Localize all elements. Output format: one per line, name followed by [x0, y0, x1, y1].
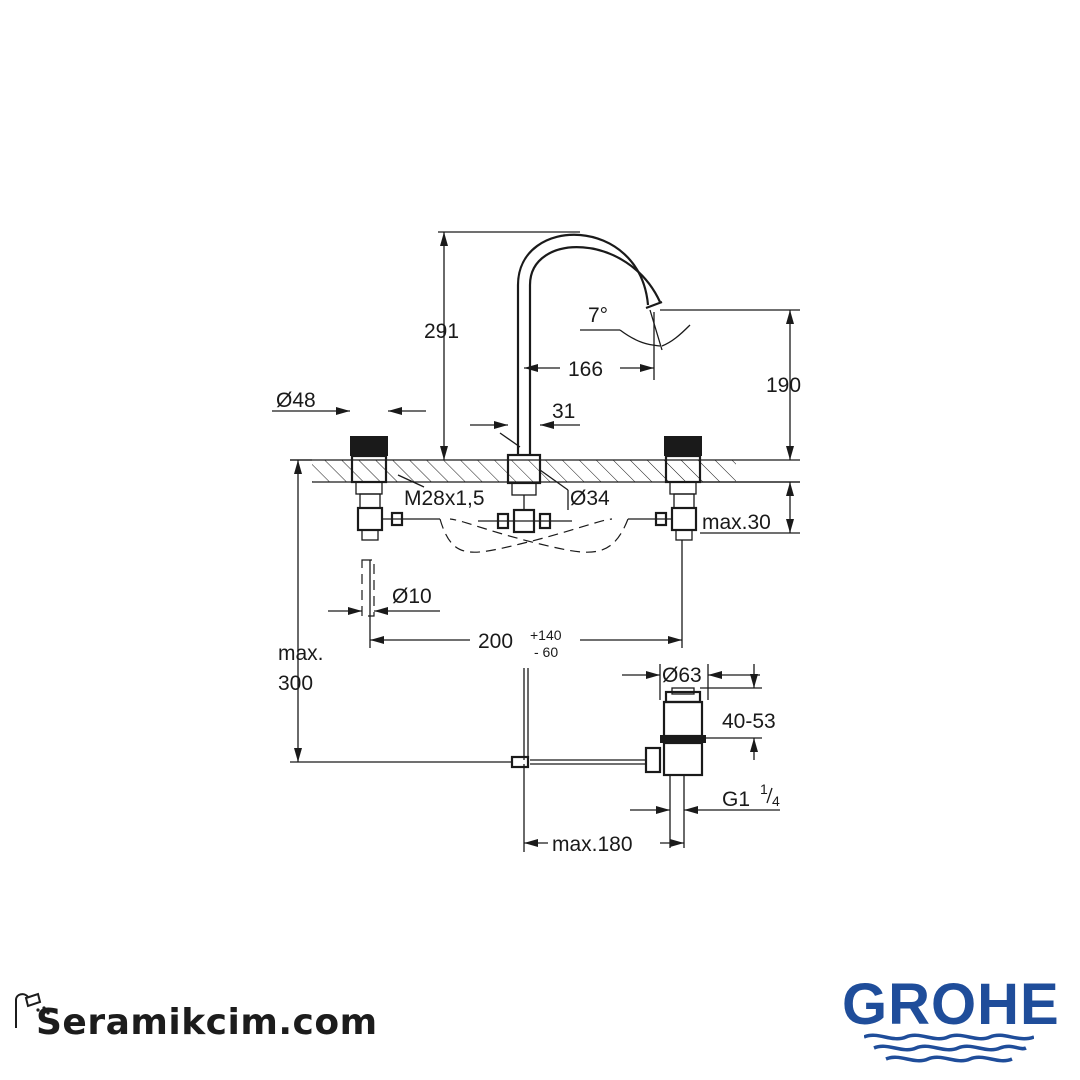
shower-icon — [15, 992, 50, 1028]
label-center-tol-plus: +140 — [530, 627, 562, 643]
label-drain-thread-num: 1 — [760, 781, 768, 797]
label-spout-height: 190 — [766, 374, 801, 397]
label-drain-height: 40-53 — [722, 710, 776, 733]
brand-name: GROHE — [842, 972, 1060, 1037]
label-drain-thread-den: 4 — [772, 793, 780, 809]
label-below-deck-line1: max. — [278, 642, 324, 665]
label-center-distance: 200 — [478, 630, 513, 653]
dimension-lines — [272, 231, 800, 852]
brand-logo: GROHE — [836, 975, 1066, 1070]
shop-watermark: Seramikcim.com — [8, 988, 408, 1068]
label-spout-base-diameter: Ø34 — [570, 487, 610, 510]
right-handle — [628, 436, 702, 541]
label-height-total: 291 — [424, 320, 459, 343]
countertop-deck — [290, 459, 800, 483]
label-spout-reach: 166 — [568, 358, 603, 381]
label-below-deck-line2: 300 — [278, 672, 313, 695]
label-spout-offset: 31 — [552, 400, 575, 423]
label-hose-diameter: Ø10 — [392, 585, 432, 608]
label-spout-angle: 7° — [588, 304, 608, 327]
label-drain-diameter: Ø63 — [662, 664, 702, 687]
label-thread: M28x1,5 — [404, 487, 485, 510]
label-pull-rod-length: max.180 — [552, 833, 633, 856]
label-center-tol-minus: - 60 — [534, 644, 558, 660]
central-connector — [478, 495, 572, 534]
hose-lines — [361, 518, 629, 617]
spout — [499, 233, 663, 496]
waves-icon — [864, 1033, 1034, 1063]
left-handle — [350, 436, 440, 541]
shop-name: Seramikcim.com — [36, 1002, 378, 1043]
label-drain-thread-main: G1 — [722, 788, 750, 811]
label-deck-thickness: max.30 — [702, 511, 771, 534]
label-handle-diameter: Ø48 — [276, 389, 316, 412]
dimension-labels: 291 7° 166 190 Ø48 31 M28x1,5 Ø34 max.30… — [276, 304, 801, 856]
drain-assembly — [510, 668, 706, 848]
